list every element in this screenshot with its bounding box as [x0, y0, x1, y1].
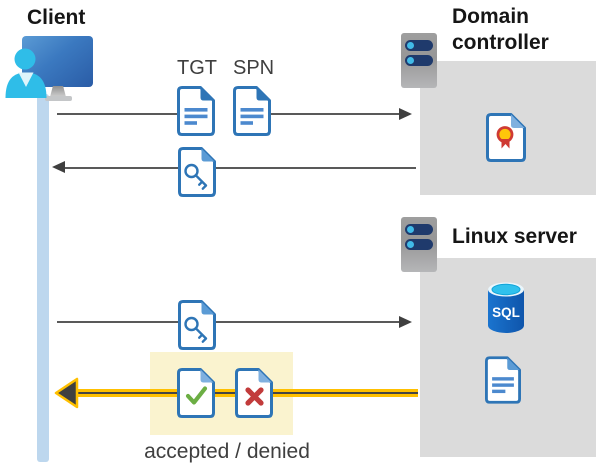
ticket-return-arrowhead	[52, 161, 65, 173]
denied-document-icon	[235, 368, 273, 418]
key-ticket-icon	[178, 147, 216, 197]
accepted-document-icon	[177, 368, 215, 418]
domain-controller-label: Domain controller	[452, 5, 549, 54]
certificate-icon	[486, 113, 526, 162]
linux-server-label: Linux server	[452, 225, 577, 248]
keytab-document-icon	[485, 356, 521, 404]
domain-controller-server-icon	[401, 33, 437, 88]
ticket-present-arrowhead	[399, 316, 412, 328]
tgt-label: TGT	[177, 57, 217, 79]
sql-database-icon: SQL	[488, 282, 524, 333]
spn-label: SPN	[233, 57, 275, 79]
sql-badge-text: SQL	[492, 305, 520, 320]
client-label: Client	[27, 6, 86, 29]
request-arrow-line-left	[57, 113, 177, 115]
person-icon	[5, 48, 47, 98]
tgt-document-icon	[177, 86, 215, 136]
result-label: accepted / denied	[144, 440, 310, 463]
linux-server-icon	[401, 217, 437, 272]
spn-document-icon	[233, 86, 271, 136]
ticket-present-arrow-line	[57, 321, 399, 323]
key-ticket-icon	[178, 300, 216, 350]
monitor-base-icon	[45, 96, 72, 101]
client-timeline-bar	[37, 94, 49, 462]
monitor-stand-icon	[50, 86, 66, 97]
request-arrow-line-right	[271, 113, 399, 115]
result-arrowhead	[54, 377, 79, 409]
request-arrowhead	[399, 108, 412, 120]
ticket-return-arrow-line	[63, 167, 416, 169]
